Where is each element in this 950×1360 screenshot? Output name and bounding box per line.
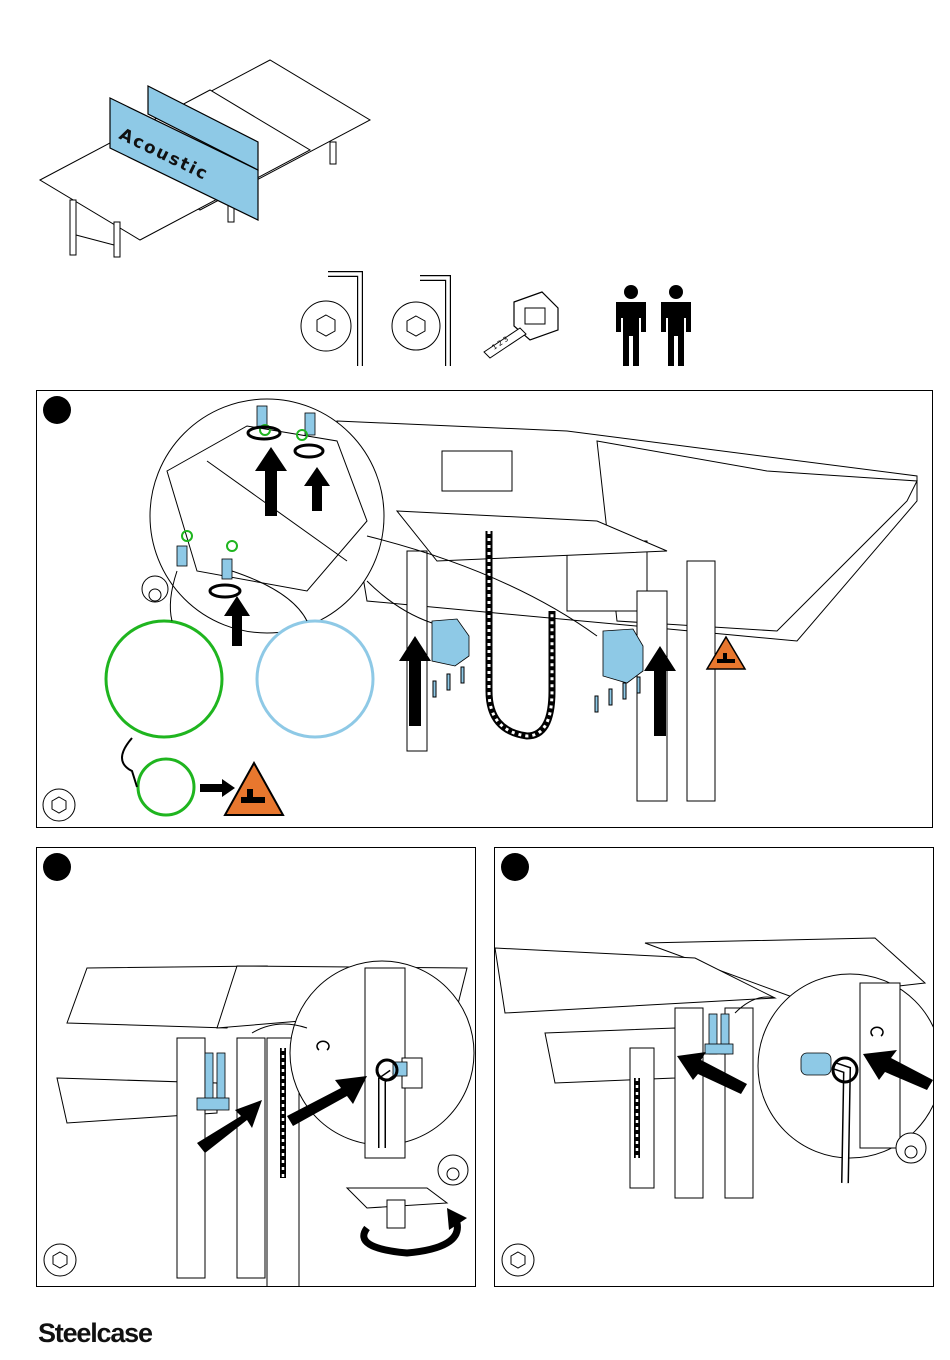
two-people-icon (612, 284, 696, 368)
hex-key-small-icon (390, 272, 462, 370)
hand-crush-warning-small-icon (705, 635, 747, 671)
desk-with-acoustic-screen: Acoustic (30, 50, 380, 265)
hex-key-large-icon (298, 268, 370, 370)
step-2-panel (36, 847, 476, 1287)
step-3-panel (494, 847, 934, 1287)
step-1-panel (36, 390, 933, 828)
hand-crush-warning-icon (223, 761, 285, 817)
steelcase-logo: Steelcase (38, 1318, 152, 1349)
tape-measure-icon: 1 2 3 (480, 282, 564, 362)
